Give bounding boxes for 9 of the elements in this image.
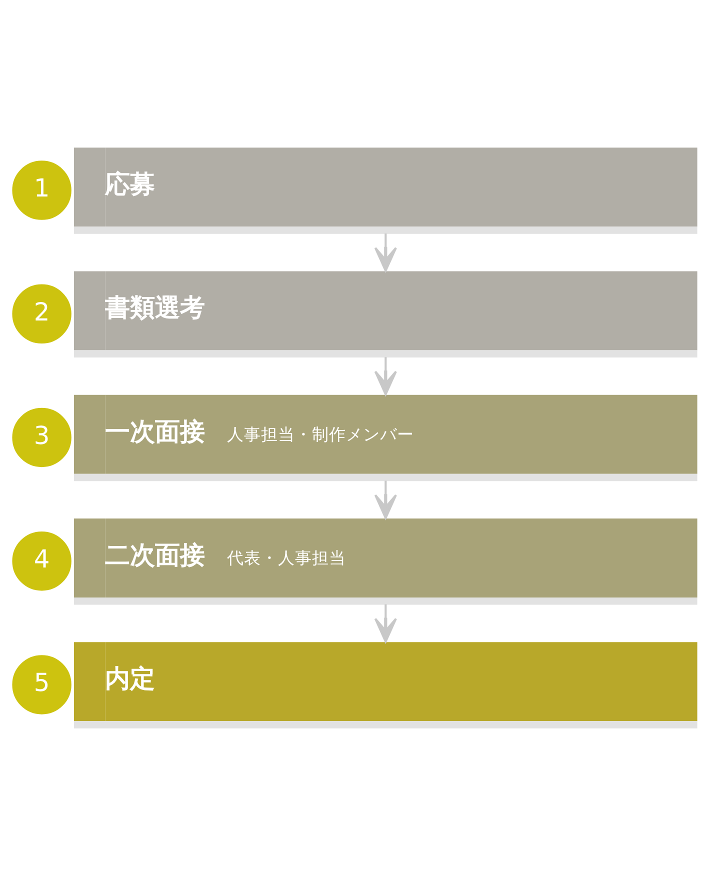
arrow [374,357,397,396]
arrow [374,604,397,643]
node-circle: 1 [12,160,72,220]
node-circle: 3 [12,408,72,468]
node-circle: 5 [12,655,72,714]
node-circle: 4 [12,532,72,591]
arrow [374,480,397,520]
node-circle: 2 [12,284,72,344]
arrow [374,233,397,272]
